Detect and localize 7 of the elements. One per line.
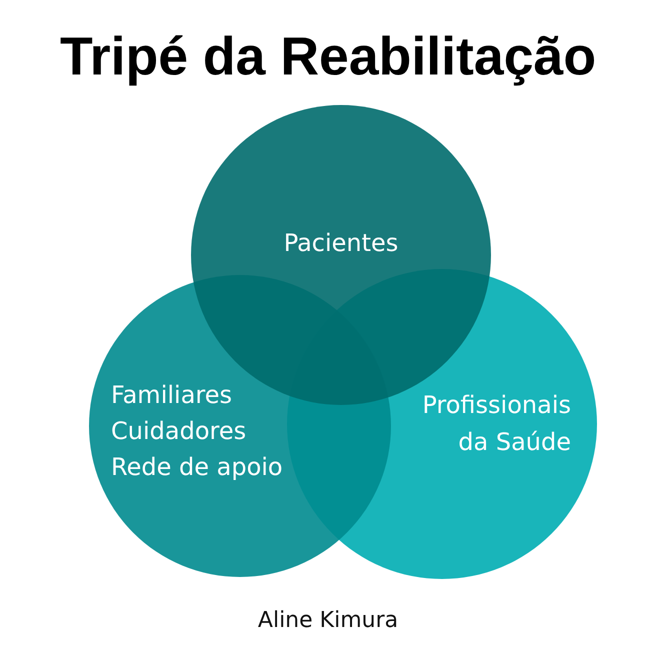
circle-label: Cuidadores (111, 416, 246, 447)
author-credit: Aline Kimura (258, 608, 398, 634)
circle-label: Pacientes (284, 228, 398, 259)
circle-label: Profissionais da Saúde (421, 390, 571, 458)
circle-label: Rede de apoio (111, 452, 283, 483)
circle-label: Familiares (111, 380, 232, 411)
title: Tripé da Reabilitação (60, 28, 596, 86)
